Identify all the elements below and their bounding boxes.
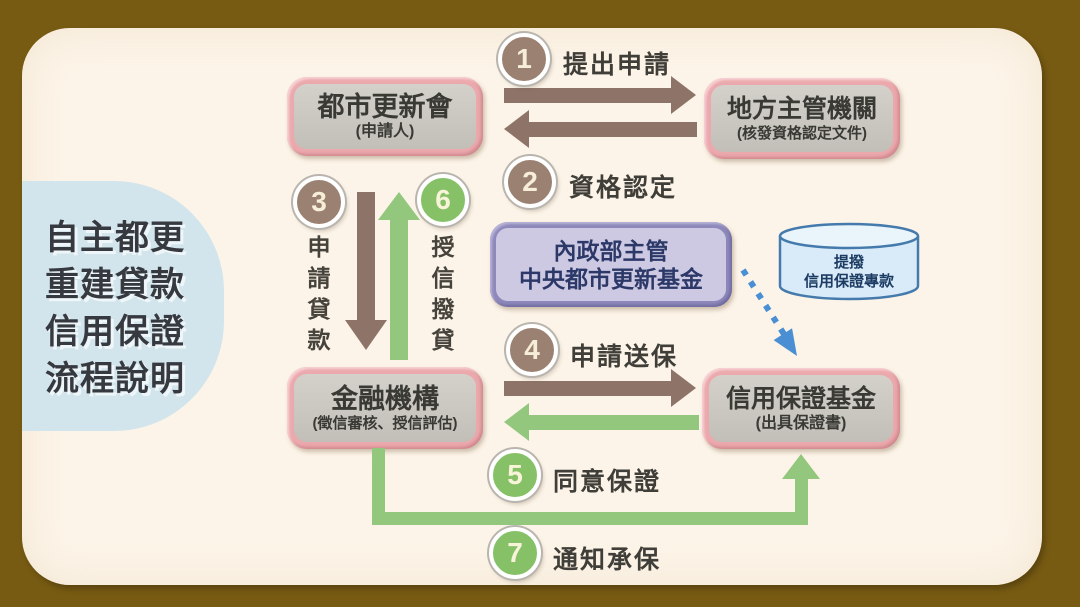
arrow-step3-loan-request [345,192,387,350]
step-4-badge: 4 [506,324,558,376]
step-number: 3 [311,186,327,217]
arrow-step7-segment-up [795,478,808,525]
node-credit-guarantee-reserve: 提撥 信用保證專款 [777,221,921,303]
step-2-label: 資格認定 [569,174,678,202]
step-3-badge: 3 [293,176,345,228]
node-financial-institution: 金融機構 (徵信審核、授信評估) [287,367,483,449]
cylinder-label-line: 提撥 [833,254,864,271]
node-subtitle: (申請人) [355,123,415,140]
step-6-badge: 6 [417,174,469,226]
cylinder-icon [778,222,920,301]
step-5-badge: 5 [489,449,541,501]
page-title: 自主都更 重建貸款 信用保證 流程說明 [22,215,208,403]
page-title-line: 信用保證 [45,313,185,351]
node-subtitle: (徵信審核、授信評估) [312,414,458,432]
node-credit-guarantee-fund: 信用保證基金 (出具保證書) [702,368,900,449]
node-title-line: 內政部主管 [553,237,669,264]
step-number: 5 [507,459,523,490]
arrow-step7-segment-down [372,448,385,525]
node-local-authority: 地方主管機關 (核發資格認定文件) [704,78,900,159]
step-4-label: 申請送保 [570,343,679,371]
step-1-badge: 1 [498,33,550,85]
arrow-step4-send-guarantee [504,369,696,407]
node-title-line: 中央都市更新基金 [519,265,703,292]
node-subtitle: (核發資格認定文件) [737,125,867,142]
arrow-step1-apply [504,76,696,114]
node-central-urban-renewal-fund: 內政部主管 中央都市更新基金 [490,222,732,307]
arrow-step5-agree [504,403,699,441]
step-5-label: 同意保證 [553,468,662,496]
step-3-label: 申請貸款 [307,234,331,353]
step-1-label: 提出申請 [563,51,672,79]
step-number: 1 [516,43,532,74]
node-title: 地方主管機關 [726,95,877,123]
step-number: 4 [524,334,540,365]
step-7-label: 通知承保 [553,546,662,574]
node-body: 金融機構 (徵信審核、授信評估) [294,374,476,442]
node-body: 內政部主管 中央都市更新基金 [496,228,726,301]
node-subtitle: (出具保證書) [755,415,847,432]
title-blob: 自主都更 重建貸款 信用保證 流程說明 [22,181,224,431]
node-body: 信用保證基金 (出具保證書) [709,375,893,442]
page-title-line: 流程說明 [45,360,185,398]
step-number: 7 [507,537,523,568]
node-title: 都市更新會 [317,92,453,122]
node-urban-renewal-association: 都市更新會 (申請人) [287,77,483,156]
node-title: 金融機構 [331,383,439,414]
node-title: 信用保證基金 [725,385,876,413]
arrow-step6-disburse [378,192,420,360]
step-6-label: 授信撥貸 [431,234,455,353]
arrow-step7-head [782,454,820,479]
arrow-step7-segment-across [372,512,808,525]
arrow-step2-qualify [504,110,697,148]
page-title-line: 重建貸款 [45,266,185,304]
step-2-badge: 2 [504,156,556,208]
step-number: 2 [522,166,538,197]
node-body: 地方主管機關 (核發資格認定文件) [711,85,893,152]
dotted-funding-arrow [740,268,797,356]
page-title-line: 自主都更 [45,219,185,257]
step-7-badge: 7 [489,527,541,579]
cylinder-label-line: 信用保證專款 [803,273,894,290]
node-body: 都市更新會 (申請人) [294,84,476,149]
step-number: 6 [435,184,451,215]
